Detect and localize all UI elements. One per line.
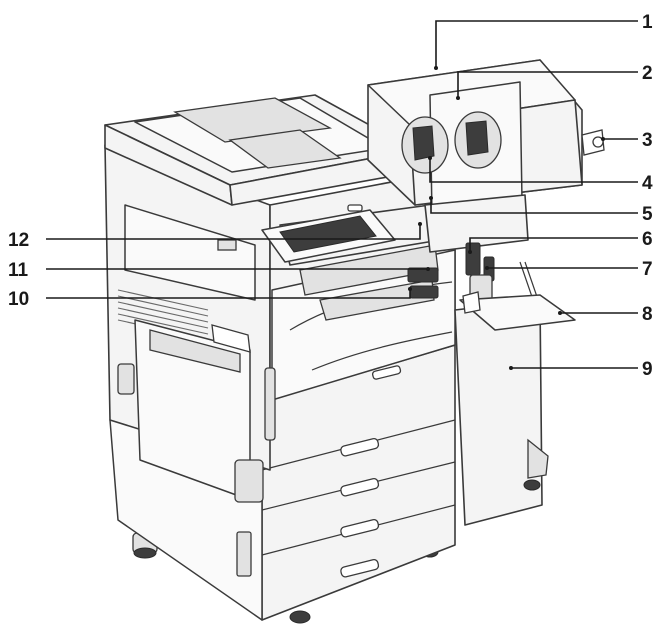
callout-labels: 1 2 3 4 5 6 7 8 9 10 11 12: [8, 12, 653, 380]
document-feeder: [104, 94, 416, 206]
leader-line-4: [429, 158, 638, 183]
leader-line-2: [457, 71, 638, 98]
callout-9: 9: [642, 359, 653, 380]
side-vents: [117, 289, 209, 341]
control-panel: [261, 204, 396, 263]
finisher-illustration: [367, 59, 605, 526]
leader-line-6: [469, 237, 638, 252]
callout-5: 5: [642, 204, 653, 225]
callout-11: 11: [8, 260, 29, 281]
leader-line-12: [46, 224, 421, 240]
leader-line-5: [430, 198, 638, 214]
callout-8: 8: [642, 304, 653, 325]
staple-cartridges: [401, 111, 502, 174]
bypass-tray: [117, 319, 276, 503]
leader-lines: [46, 20, 638, 370]
leader-line-1: [435, 20, 638, 68]
callout-6: 6: [642, 229, 653, 250]
callout-2: 2: [642, 63, 653, 84]
printer-illustration: [104, 94, 456, 624]
paper-tray-stack: [109, 344, 456, 621]
callout-7: 7: [642, 259, 653, 280]
callout-3: 3: [642, 130, 653, 151]
callout-10: 10: [8, 289, 29, 310]
leader-line-10: [46, 289, 411, 299]
callout-1: 1: [642, 12, 653, 33]
callout-4: 4: [642, 173, 653, 194]
callout-12: 12: [8, 230, 29, 251]
